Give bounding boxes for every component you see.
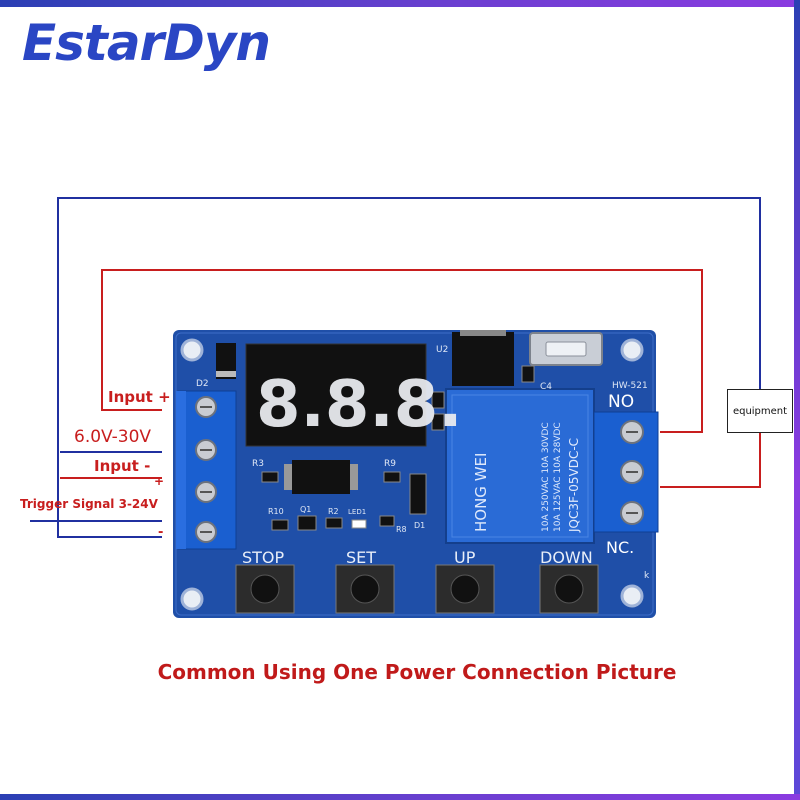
resistor-r10 (271, 519, 289, 531)
svg-text:D1: D1 (414, 521, 425, 530)
blue-wire (57, 197, 761, 538)
regulator-u2 (452, 332, 514, 386)
led-led1 (351, 519, 367, 529)
label-input-plus: Input + (108, 388, 171, 406)
display-digits: 8.8.8. (256, 368, 463, 442)
resistor-r9 (383, 471, 401, 483)
label-voltage: 6.0V-30V (74, 427, 152, 447)
red-wire-top (101, 269, 703, 433)
equipment-box: equipment (727, 389, 793, 433)
relay-model: JQC3F-05VDC-C (567, 438, 581, 533)
button-label-down: DOWN (540, 548, 593, 567)
bottom-border (0, 794, 800, 800)
right-border (794, 0, 800, 800)
label-input-minus: Input - (94, 457, 151, 475)
svg-text:R3: R3 (252, 459, 264, 469)
svg-text:R10: R10 (268, 507, 284, 516)
push-buttons (235, 564, 599, 614)
svg-text:R8: R8 (396, 525, 407, 534)
resistor-r3 (261, 471, 279, 483)
svg-text:LED1: LED1 (348, 508, 366, 516)
svg-text:C4: C4 (540, 382, 552, 392)
label-minus-sign: - (158, 525, 164, 540)
relay-terminal-block (593, 411, 659, 533)
relay-rating-1: 10A 250VAC 10A 30VDC (541, 422, 551, 532)
board-model: HW-521 (612, 381, 648, 391)
svg-text:D2: D2 (196, 379, 209, 389)
red-wire-bottom (660, 431, 761, 488)
svg-text:k: k (644, 571, 650, 581)
button-label-up: UP (454, 548, 476, 567)
transistor-q1 (297, 515, 317, 531)
label-trigger-signal: Trigger Signal 3-24V (20, 497, 158, 511)
svg-text:R2: R2 (328, 507, 339, 516)
label-no: NO (608, 392, 635, 412)
top-border (0, 0, 800, 7)
mounting-hole (180, 338, 644, 611)
seven-segment-display (245, 343, 427, 447)
brand-logo: EstarDyn (22, 14, 271, 72)
diode-d1 (409, 473, 427, 515)
diode-d2 (216, 343, 236, 379)
input-terminal-block (176, 390, 237, 550)
label-plus-sign: + (154, 474, 165, 488)
button-label-set: SET (346, 548, 376, 567)
button-label-stop: STOP (242, 548, 285, 567)
relay-rating-2: 10A 125VAC 10A 28VDC (553, 422, 563, 532)
relay-brand: HONG WEI (472, 453, 490, 532)
svg-text:U2: U2 (436, 345, 448, 355)
svg-text:R9: R9 (384, 459, 396, 469)
resistor-r8 (379, 515, 395, 527)
chip-u1 (292, 460, 350, 494)
caption: Common Using One Power Connection Pictur… (157, 660, 677, 684)
label-nc: NC. (606, 538, 635, 557)
resistor-r2 (325, 517, 343, 529)
svg-text:Q1: Q1 (300, 505, 311, 514)
